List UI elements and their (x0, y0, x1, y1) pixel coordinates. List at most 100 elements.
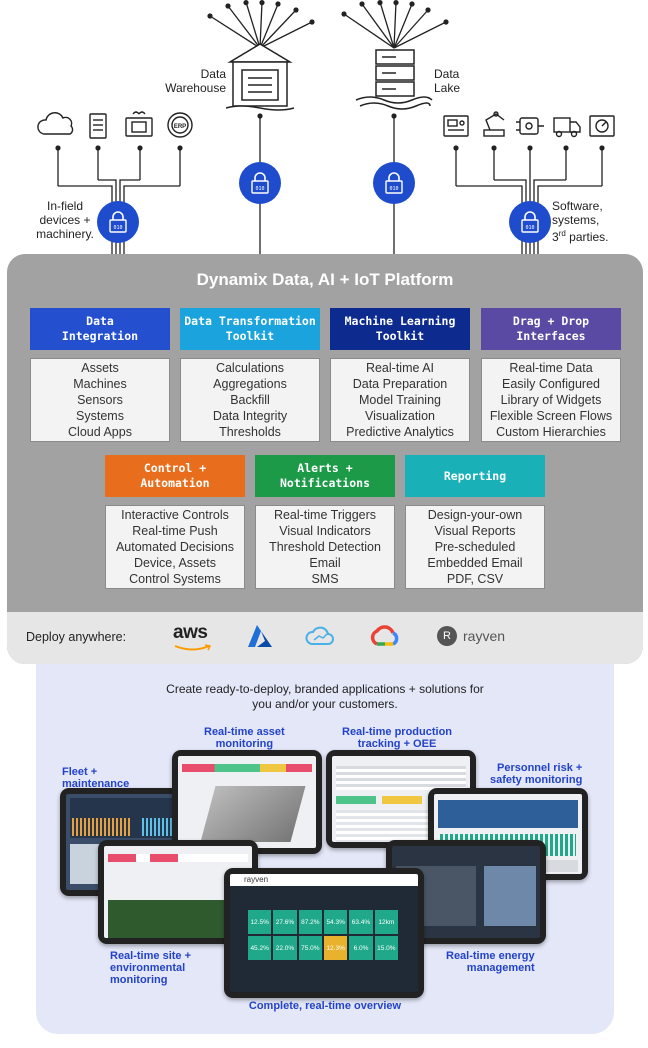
kpi-tile: 75.0% (298, 936, 322, 960)
module-feature: Custom Hierarchies (496, 425, 606, 439)
systems-label-line: systems, (552, 213, 600, 227)
module-feature: Visual Reports (434, 524, 516, 538)
server-stack-icon (355, 49, 433, 110)
module-feature: Email (309, 556, 341, 570)
aws-logo: aws (173, 622, 212, 651)
module-feature: Predictive Analytics (346, 425, 454, 439)
kpi-tile: 87.2% (298, 910, 322, 934)
module-feature: Embedded Email (427, 556, 523, 570)
module-feature: PDF, CSV (446, 572, 504, 586)
svg-text:ERP: ERP (174, 124, 186, 130)
erp-gear-icon (167, 112, 193, 138)
module-feature: Threshold Detection (269, 540, 381, 554)
control-panel-icon (443, 115, 469, 137)
azure-logo (248, 625, 272, 647)
kpi-tile: 12.5% (248, 910, 272, 934)
module-header: Drag + Drop Interfaces (481, 308, 621, 350)
rayven-wordmark: rayven (463, 628, 506, 644)
module-feature: Systems (76, 409, 124, 423)
module-header: Control + Automation (105, 455, 245, 497)
module-feature: Visual Indicators (279, 524, 371, 538)
secure-connector-warehouse: 010 (239, 162, 281, 204)
engine-icon (516, 117, 544, 135)
software-systems-label: Software, systems, 3rd parties. (552, 199, 632, 244)
label-fleet: Fleet + maintenance (62, 766, 130, 790)
module-feature: Calculations (215, 361, 285, 375)
deploy-bar: Deploy anywhere: aws R rayven (7, 612, 643, 664)
in-field-devices-label: In-field devices + machinery. (36, 199, 94, 241)
label-personnel: Personnel risk + safety monitoring (490, 762, 583, 786)
cloud-icon (37, 112, 74, 135)
platform-title: Dynamix Data, AI + IoT Platform (196, 270, 454, 289)
secure-connector-left: 010 (97, 201, 139, 243)
module-feature: Control Systems (129, 572, 221, 586)
deploy-label: Deploy anywhere: (26, 630, 127, 644)
apps-showcase: Create ready-to-deploy, branded applicat… (36, 664, 614, 1034)
kpi-tile: 15.0% (374, 936, 398, 960)
platform-panel: Dynamix Data, AI + IoT Platform Data Int… (7, 254, 643, 664)
svg-text:010: 010 (389, 186, 398, 192)
data-lake-label: Data Lake (434, 67, 461, 95)
module-feature: Interactive Controls (121, 508, 229, 522)
data-warehouse-label: Data Warehouse (165, 67, 226, 95)
module-feature: Flexible Screen Flows (489, 409, 613, 423)
third-parties-label-line: 3rd parties. (552, 229, 609, 244)
kpi-tile: 54.3% (324, 910, 348, 934)
sensor-device-icon (125, 111, 153, 137)
software-label-line: Software, (552, 199, 603, 213)
tablet-asset (172, 750, 322, 854)
lock-icon: 010 (109, 211, 127, 233)
svg-text:010: 010 (255, 186, 264, 192)
module-header: Data Transformation Toolkit (180, 308, 320, 350)
module-feature: SMS (311, 572, 339, 586)
kpi-tile: 6.0% (349, 936, 373, 960)
module-header: Data Integration (30, 308, 170, 350)
module-feature: Pre-scheduled (434, 540, 516, 554)
module-feature: Cloud Apps (68, 425, 132, 439)
kpi-tile: 45.2% (248, 936, 272, 960)
module-feature: Automated Decisions (115, 540, 235, 554)
module-feature: Real-time Data (509, 361, 593, 375)
kpi-tile: 22.0% (273, 936, 297, 960)
svg-text:010: 010 (525, 225, 534, 231)
kpi-tile: 12km (374, 910, 398, 934)
robot-arm-icon (483, 111, 505, 137)
cloud-provider-logo (305, 626, 334, 645)
module-feature: Device, Assets (134, 556, 216, 570)
module-feature: Assets (81, 361, 119, 375)
dashboard-device-icon (589, 115, 615, 137)
lock-icon: 010 (385, 172, 403, 194)
module-feature: Easily Configured (502, 377, 600, 391)
module-feature: Data Preparation (352, 377, 448, 391)
module-header: Reporting (405, 455, 545, 497)
secure-connector-right: 010 (509, 201, 551, 243)
rayven-logo: R rayven (437, 626, 505, 646)
truck-icon (553, 117, 581, 138)
kpi-tile: 12.3% (324, 936, 348, 960)
label-production: Real-time production tracking + OEE (342, 726, 453, 750)
lock-icon: 010 (521, 211, 539, 233)
module-feature: Thresholds (219, 425, 281, 439)
module-feature: Model Training (359, 393, 441, 407)
label-energy: Real-time energy management (446, 950, 535, 974)
secure-connector-lake: 010 (373, 162, 415, 204)
module-feature: Visualization (365, 409, 435, 423)
warehouse-icon (225, 43, 295, 111)
rayven-mark-icon: R (437, 626, 457, 646)
svg-text:010: 010 (113, 225, 122, 231)
google-cloud-logo (370, 625, 399, 646)
module-feature: Backfill (230, 393, 270, 407)
module-feature: Machines (73, 377, 127, 391)
kpi-tile: 27.6% (273, 910, 297, 934)
server-icon (89, 113, 107, 139)
module-feature: Sensors (77, 393, 123, 407)
label-site: Real-time site + environmental monitorin… (110, 950, 192, 986)
